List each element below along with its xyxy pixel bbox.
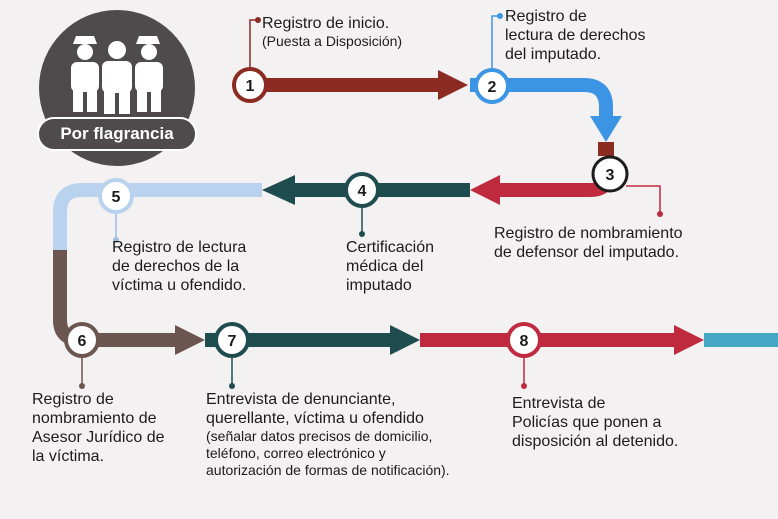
step-line: Registro de nombramiento [494, 225, 683, 242]
step-line: Asesor Jurídico de [32, 429, 165, 446]
step-label-3: Registro de nombramiento de defensor del… [494, 224, 683, 262]
step-number: 5 [112, 189, 121, 206]
step-line: querellante, víctima u ofendido [206, 410, 424, 427]
step-line: disposición al detenido. [512, 433, 679, 450]
arrowhead-4 [470, 175, 500, 205]
step-line: Policías que ponen a [512, 414, 662, 431]
step-line: teléfono, correo electrónico y [206, 445, 386, 461]
step-line: (señalar datos precisos de domicilio, [206, 428, 433, 444]
step-number: 6 [78, 333, 87, 350]
leader-2 [491, 15, 500, 72]
step-line: Registro de lectura [112, 239, 247, 256]
step-node-4: 4 [344, 172, 380, 208]
step-line: (Puesta a Disposición) [262, 33, 403, 49]
step-number: 4 [358, 183, 367, 200]
arrowhead-3 [590, 116, 622, 142]
arrowhead-2 [438, 70, 468, 100]
step-number: 3 [606, 167, 615, 184]
step-label-1: Registro de inicio. (Puesta a Disposició… [262, 14, 402, 50]
step-label-6: Registro de nombramiento de Asesor Juríd… [32, 390, 165, 466]
step-node-6: 6 [64, 322, 100, 358]
step-number: 2 [488, 79, 497, 96]
step-line: la víctima. [32, 448, 105, 465]
step-label-8: Entrevista de Policías que ponen a dispo… [512, 394, 678, 451]
step-line: de defensor del imputado. [494, 244, 680, 261]
step-line: médica del [346, 258, 424, 275]
leader-dots [79, 13, 663, 389]
step-line: nombramiento de [32, 410, 157, 427]
arrowhead-7 [175, 325, 205, 355]
step-line: Registro de [505, 8, 587, 25]
step-number: 7 [228, 333, 237, 350]
step-line: víctima u ofendido. [112, 277, 247, 294]
step-line: de derechos de la [112, 258, 240, 275]
connector-3 [598, 142, 614, 156]
step-line: lectura de derechos [505, 27, 646, 44]
step-line: Entrevista de denunciante, [206, 391, 396, 408]
arrow-2-3 [470, 78, 613, 118]
step-node-8: 8 [506, 322, 542, 358]
step-line: Registro de [32, 391, 114, 408]
step-line: Certificación [346, 239, 435, 256]
step-line: Entrevista de [512, 395, 606, 412]
step-node-5: 5 [98, 178, 134, 214]
step-node-7: 7 [214, 322, 250, 358]
leader-1 [249, 19, 258, 72]
step-node-2: 2 [474, 68, 510, 104]
officers-icon [71, 36, 163, 114]
step-label-7: Entrevista de denunciante, querellante, … [206, 390, 450, 479]
step-number: 8 [520, 333, 529, 350]
step-line: del imputado. [505, 46, 602, 63]
badge-label: Por flagrancia [60, 124, 174, 143]
step-label-4: Certificación médica del imputado [346, 238, 434, 295]
step-line: Registro de inicio. [262, 15, 390, 32]
step-line: imputado [346, 277, 412, 294]
police-badge-icon [37, 10, 197, 166]
arrowhead-end [674, 325, 704, 355]
arrowhead-8 [390, 325, 420, 355]
step-number: 1 [246, 78, 255, 95]
step-node-3: 3 [591, 155, 629, 193]
arrowhead-5 [262, 175, 295, 205]
badge-pill [37, 117, 197, 151]
step-line: autorización de formas de notificación). [206, 462, 450, 478]
step-label-2: Registro de lectura de derechos del impu… [505, 7, 646, 64]
arrow-5-6-top [53, 183, 262, 250]
step-node-1: 1 [232, 67, 268, 103]
leader-3 [626, 185, 661, 214]
step-label-5: Registro de lectura de derechos de la ví… [112, 238, 246, 295]
